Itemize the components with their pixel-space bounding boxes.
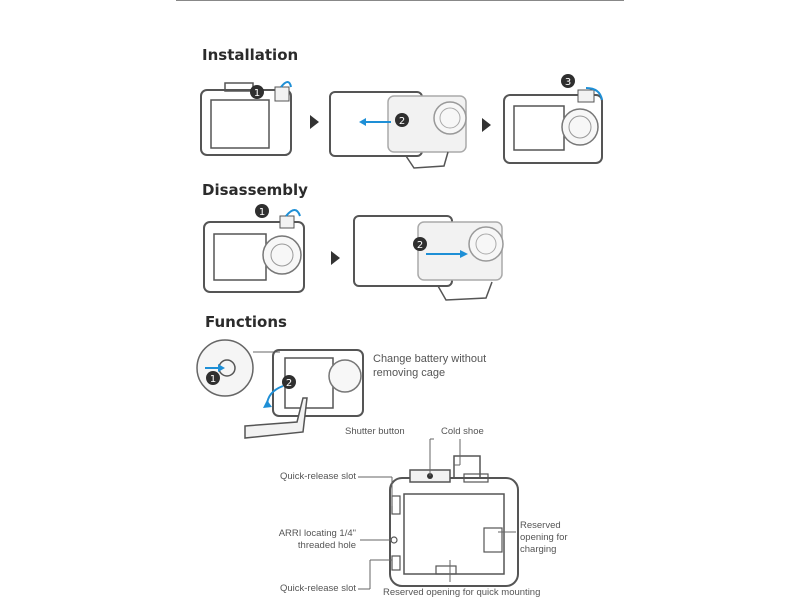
disassembly-step2-badge: 2 [417, 240, 423, 251]
install-step1-badge: 1 [254, 88, 260, 99]
install-next-arrow-2 [482, 118, 491, 132]
callout-leader-lines [358, 438, 516, 590]
callout-cold-shoe: Cold shoe [441, 426, 484, 437]
disassembly-step1-badge: 1 [259, 207, 265, 218]
callout-shutter-button: Shutter button [345, 426, 405, 437]
battery-step1-badge: 1 [210, 374, 216, 385]
callout-reserved-charging-1: Reserved [520, 520, 561, 531]
install-step2-badge: 2 [399, 116, 405, 127]
battery-change-description: Change battery without removing cage [373, 353, 487, 379]
install-next-arrow-1 [310, 115, 319, 129]
battery-change-illustration: 1 2 [196, 339, 364, 439]
disassembly-heading: Disassembly [202, 181, 308, 199]
callout-reserved-charging-2: opening for [520, 532, 568, 543]
install-step1-cage-illustration: 1 [200, 81, 292, 156]
top-divider [176, 0, 624, 1]
callout-arri-line1: ARRI locating 1/4" [278, 528, 356, 539]
functions-heading: Functions [205, 313, 287, 331]
callout-quick-release-bottom: Quick-release slot [279, 583, 356, 594]
callout-quick-release-top: Quick-release slot [279, 471, 356, 482]
callout-arri-line2: threaded hole [297, 540, 356, 551]
battery-step2-badge: 2 [286, 378, 292, 389]
callout-reserved-mounting: Reserved opening for quick mounting [383, 587, 541, 598]
disassembly-next-arrow [331, 251, 340, 265]
install-step3-badge: 3 [565, 77, 571, 88]
installation-heading: Installation [202, 46, 299, 64]
callout-reserved-charging-3: charging [520, 544, 557, 555]
install-step3-lock-illustration: 3 [503, 74, 603, 164]
disassembly-step2-illustration: 2 [353, 215, 504, 301]
disassembly-step1-illustration: 1 [203, 204, 305, 293]
install-step2-slide-illustration: 2 [329, 91, 467, 169]
